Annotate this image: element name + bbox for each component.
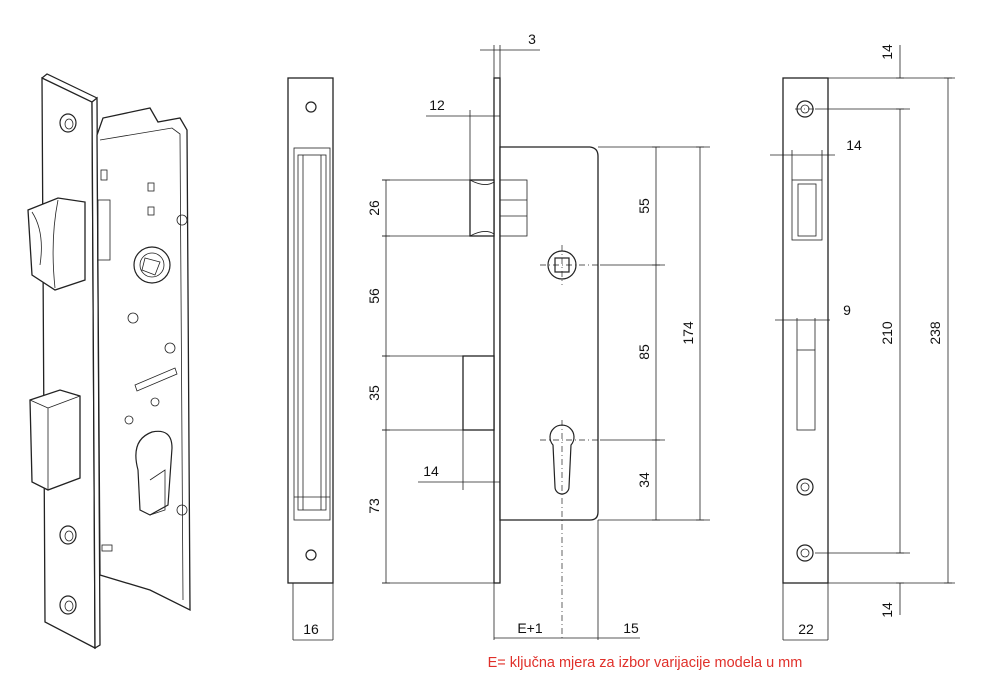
dim-bolt-height: 35 (366, 385, 382, 401)
dim-latch-projection: 12 (429, 97, 445, 113)
dim-top-to-follower: 55 (636, 198, 652, 214)
dimension-labels: 16 3 12 26 56 35 73 14 55 85 34 174 E+1 … (303, 31, 943, 637)
dim-strike-hole-spacing: 210 (879, 321, 895, 345)
dim-strike-top-margin: 14 (879, 44, 895, 60)
dim-latch-to-bolt-gap: 56 (366, 288, 382, 304)
dim-strike-total-height: 238 (927, 321, 943, 345)
dim-latch-height: 26 (366, 200, 382, 216)
dim-faceplate-thickness: 3 (528, 31, 536, 47)
dim-backset-label: E+1 (517, 620, 543, 636)
dim-bolt-projection: 14 (423, 463, 439, 479)
lock-side-view (382, 45, 710, 640)
dim-follower-to-cylinder: 85 (636, 344, 652, 360)
faceplate-front-view (287, 77, 334, 641)
dim-bolt-to-bottom: 73 (366, 498, 382, 514)
backset-footnote: E= ključna mjera za izbor varijacije mod… (487, 655, 803, 671)
dim-strike-bottom-margin: 14 (879, 602, 895, 618)
isometric-lock-view (27, 73, 191, 650)
dim-strike-width: 22 (798, 621, 814, 637)
dim-cylinder-to-bottom: 34 (636, 472, 652, 488)
dim-strike-bolt-hole-width: 9 (843, 302, 851, 318)
dim-body-offset: 15 (623, 620, 639, 636)
dim-strike-latch-hole-width: 14 (846, 137, 862, 153)
dim-front-plate-width: 16 (303, 621, 319, 637)
dim-body-height: 174 (680, 321, 696, 345)
strike-plate-view (770, 45, 955, 641)
